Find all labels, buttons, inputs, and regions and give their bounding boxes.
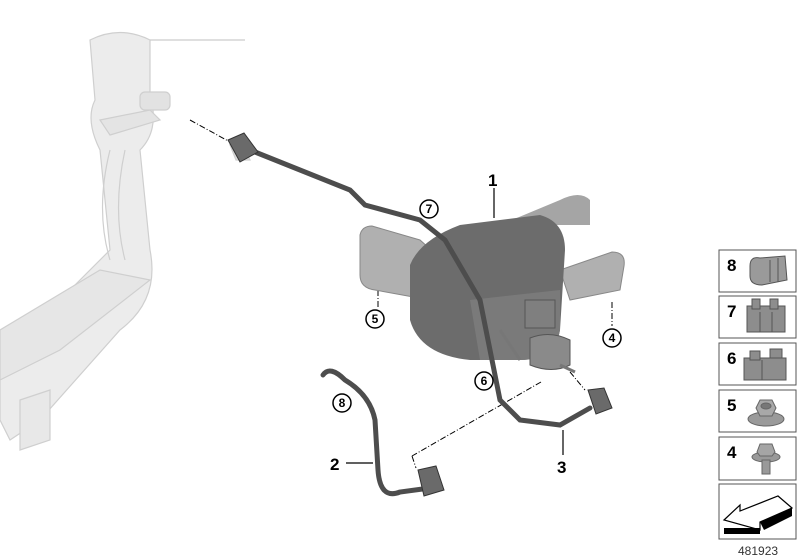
legend bbox=[718, 249, 797, 540]
circled-callout-7: 7 bbox=[419, 199, 439, 219]
flange-nut-icon bbox=[747, 399, 785, 427]
legend-label-5: 5 bbox=[727, 396, 736, 415]
callout-3: 3 bbox=[557, 458, 566, 477]
svg-text:5: 5 bbox=[372, 312, 379, 326]
svg-text:4: 4 bbox=[609, 331, 616, 345]
diagram-id: 481923 bbox=[738, 544, 778, 558]
filler-neck-ghost bbox=[0, 31, 251, 451]
svg-text:6: 6 bbox=[481, 374, 488, 388]
assembly-lines bbox=[189, 119, 613, 469]
canister bbox=[359, 195, 625, 374]
callout-2: 2 bbox=[330, 455, 339, 474]
legend-label-7: 7 bbox=[727, 302, 736, 321]
svg-text:7: 7 bbox=[426, 202, 433, 216]
leader-lines bbox=[346, 188, 564, 464]
connectors bbox=[227, 132, 613, 497]
triple-clip-icon bbox=[746, 298, 786, 333]
svg-text:8: 8 bbox=[339, 396, 346, 410]
hex-bolt-icon bbox=[751, 443, 781, 475]
circled-callout-4: 4 bbox=[602, 328, 622, 348]
circled-callout-5: 5 bbox=[365, 309, 385, 329]
legend-label-6: 6 bbox=[727, 349, 736, 368]
legend-label-4: 4 bbox=[727, 443, 737, 462]
callout-1: 1 bbox=[488, 171, 497, 190]
double-clip-icon bbox=[743, 348, 787, 381]
hoses bbox=[252, 149, 593, 497]
legend-label-8: 8 bbox=[727, 256, 736, 275]
circled-callout-6: 6 bbox=[474, 371, 494, 391]
circled-callout-8: 8 bbox=[332, 393, 352, 413]
hose-clip-icon bbox=[749, 255, 788, 286]
front-direction-arrow-icon bbox=[722, 495, 794, 534]
